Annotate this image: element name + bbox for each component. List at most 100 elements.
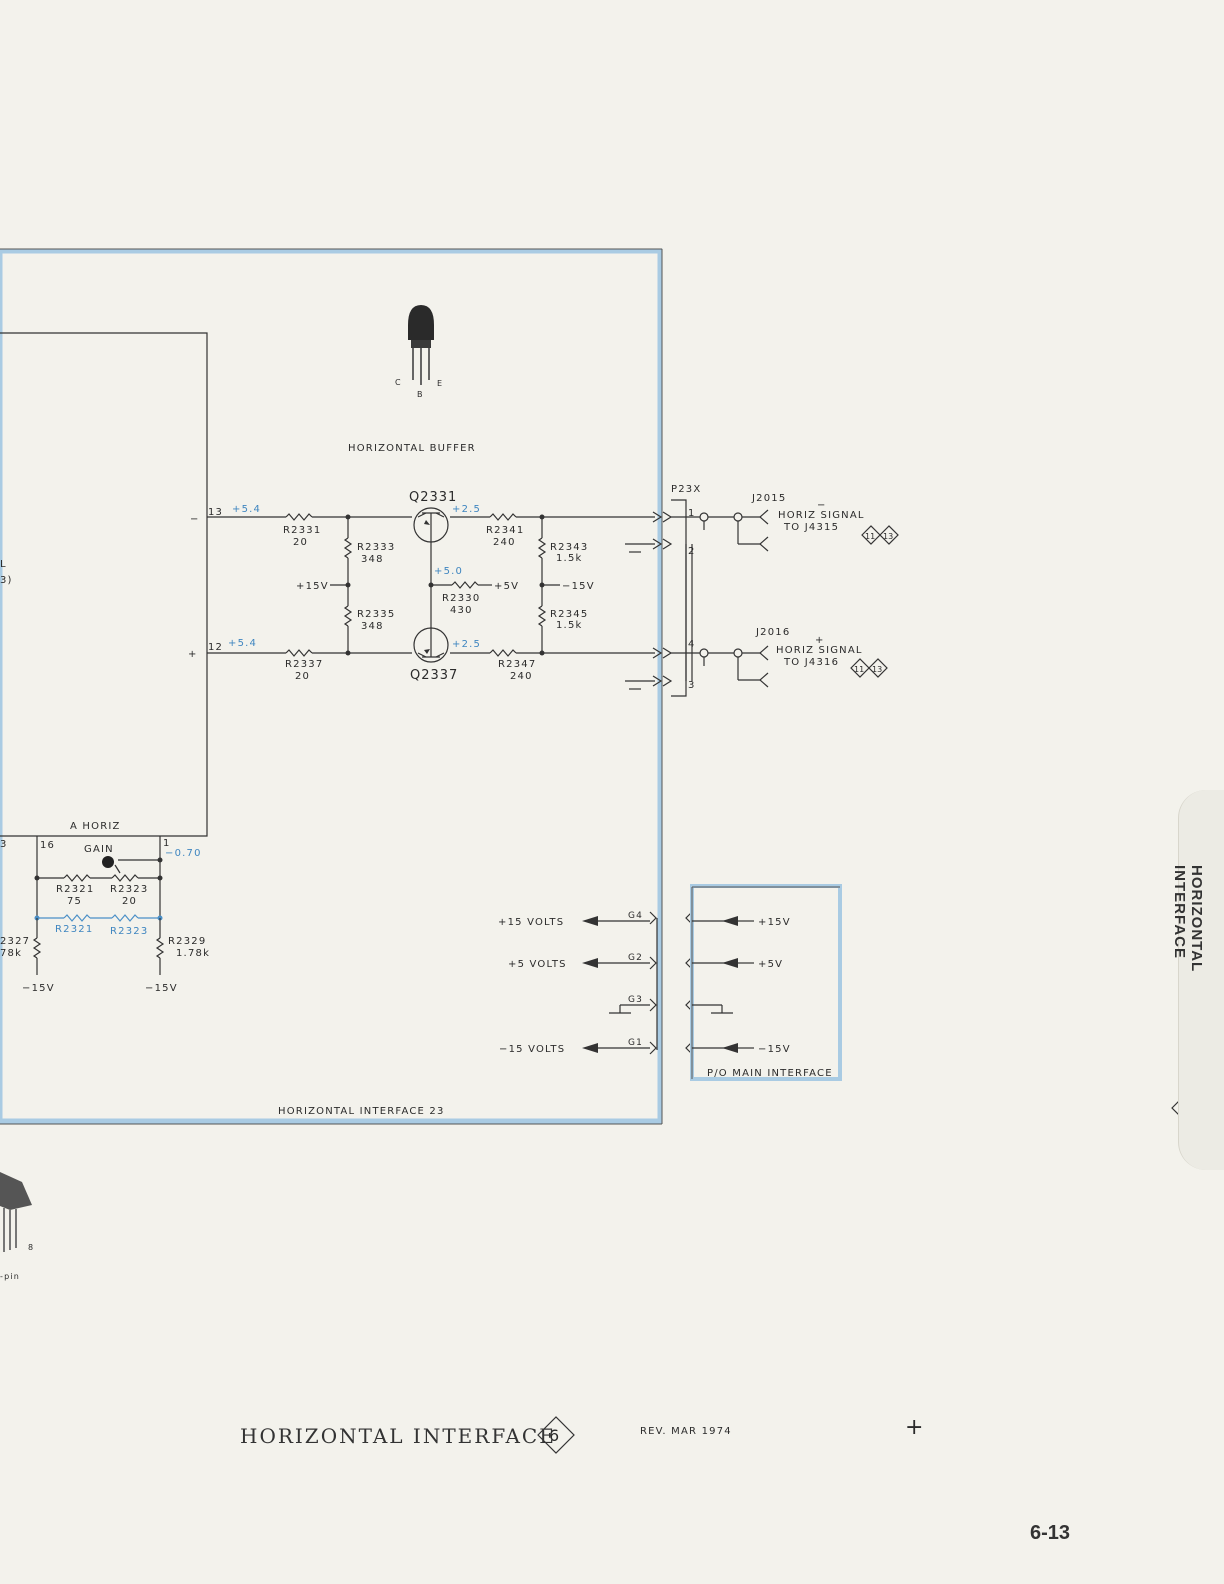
j2016-sign: + <box>815 635 825 646</box>
ic-pin-13: 13 <box>208 507 223 518</box>
board-outline <box>0 248 663 1125</box>
r2347-val: 240 <box>510 671 533 682</box>
voltage-e-lower: +2.5 <box>452 639 481 650</box>
connector-name: P23X <box>671 484 701 495</box>
r2333-val: 348 <box>361 554 384 565</box>
footer-diagram-badge: 6 <box>537 1416 575 1454</box>
r2327-val: 78k <box>0 948 22 959</box>
ref-diamond-11-a: 11 <box>861 525 881 545</box>
voltage-e-upper: +2.5 <box>452 504 481 515</box>
pin-g3: G3 <box>628 995 643 1005</box>
ic-plus: + <box>188 649 198 660</box>
ic-package-caption: -pin <box>0 1272 20 1281</box>
r2330-ref: R2330 <box>442 593 480 604</box>
pin-g2: G2 <box>628 953 643 963</box>
svg-text:11: 11 <box>854 665 864 674</box>
section-tab-label: HORIZONTAL INTERFACE <box>1171 865 1205 973</box>
r2327-ref: 2327 <box>0 936 30 947</box>
minus15-mid: −15V <box>562 581 595 592</box>
j2015-label: J2015 <box>751 493 786 504</box>
r2335-ref: R2335 <box>357 609 395 620</box>
connector-pin-3: 3 <box>688 680 696 691</box>
j2015-sign: − <box>817 500 827 511</box>
r2323-alt-label: R2323 <box>110 926 148 937</box>
to-j4316: TO J4316 <box>783 657 839 668</box>
pin-label-e: E <box>437 379 443 388</box>
ic-minus: − <box>190 514 200 525</box>
pin-label-b: B <box>417 390 424 399</box>
footer: HORIZONTAL INTERFACE 6 REV. MAR 1974 + <box>240 1415 923 1454</box>
ic-left-fragment-3: 3 <box>0 839 8 850</box>
ref-diamond-11-b: 11 <box>850 658 870 678</box>
transistor-package-icon: C B E <box>395 305 443 399</box>
r2330-val: 430 <box>450 605 473 616</box>
q2337-label: Q2337 <box>410 668 458 683</box>
supply-minus15: −15V <box>758 1044 791 1055</box>
r2343-ref: R2343 <box>550 542 588 553</box>
r2331-val: 20 <box>293 537 308 548</box>
r2341-ref: R2341 <box>486 525 524 536</box>
connector-pin-1: 1 <box>688 508 696 519</box>
ic-package-icon: 8 -pin <box>0 1172 33 1281</box>
q2331-label: Q2331 <box>409 490 457 505</box>
ref-diamond-13-b: 13 <box>868 658 888 678</box>
ic-left-fragment-2: 3) <box>0 575 13 586</box>
minus15-right: −15V <box>145 983 178 994</box>
plus15-left: +15V <box>296 581 329 592</box>
buffer-title: HORIZONTAL BUFFER <box>348 443 476 454</box>
pin-label-c: C <box>395 378 402 387</box>
minus15-left: −15V <box>22 983 55 994</box>
voltage-gain-node: −0.70 <box>165 848 202 859</box>
r2329-ref: R2329 <box>168 936 206 947</box>
board-label: HORIZONTAL INTERFACE 23 <box>278 1106 445 1117</box>
footer-title: HORIZONTAL INTERFACE <box>240 1424 556 1448</box>
ic-left-fragment-1: L <box>0 559 7 570</box>
r2323-ref: R2323 <box>110 884 148 895</box>
r2343-val: 1.5k <box>556 553 583 564</box>
to-j4315: TO J4315 <box>783 522 839 533</box>
voltage-in-upper: +5.4 <box>232 504 261 515</box>
gain-label: GAIN <box>84 844 114 855</box>
connector-pin-4: 4 <box>688 639 696 650</box>
transistor-q2331: Q2331 +2.5 <box>409 490 481 543</box>
svg-text:6: 6 <box>549 1426 559 1445</box>
pin-g1: G1 <box>628 1038 643 1048</box>
svg-text:13: 13 <box>883 532 893 541</box>
voltage-in-lower: +5.4 <box>228 638 257 649</box>
r2335-val: 348 <box>361 621 384 632</box>
horiz-signal-2: HORIZ SIGNAL <box>776 645 863 656</box>
bias-network: +15V R2333 348 R2335 348 +5V +5.0 R2330 … <box>296 517 595 653</box>
ic-pin-16: 16 <box>40 840 55 851</box>
supply-plus5: +5V <box>758 959 783 970</box>
ref-diamond-13-a: 13 <box>879 525 899 545</box>
section-tab <box>1178 790 1224 1170</box>
transistor-q2337: Q2337 +2.5 <box>410 627 481 683</box>
connector-pin-2: 2 <box>688 546 696 557</box>
r2347-ref: R2347 <box>498 659 536 670</box>
r2321-val: 75 <box>67 896 82 907</box>
ic-pin-1: 1 <box>163 838 171 849</box>
r2337-val: 20 <box>295 671 310 682</box>
svg-text:13: 13 <box>872 665 882 674</box>
ic-block: 13 12 − + A HORIZ L 3) 3 16 1 <box>0 332 223 851</box>
horiz-signal-1: HORIZ SIGNAL <box>778 510 865 521</box>
ic-pin-12: 12 <box>208 642 223 653</box>
r2331-ref: R2331 <box>283 525 321 536</box>
r2333-ref: R2333 <box>357 542 395 553</box>
r2345-ref: R2345 <box>550 609 588 620</box>
r2323-val: 20 <box>122 896 137 907</box>
ic-label: A HORIZ <box>70 821 121 832</box>
plus5-mid: +5V <box>494 581 519 592</box>
r2341-val: 240 <box>493 537 516 548</box>
connector-p23x: P23X 1 2 4 3 <box>625 484 899 697</box>
r2321-ref: R2321 <box>56 884 94 895</box>
r2321-alt-label: R2321 <box>55 924 93 935</box>
power-label-minus15: −15 VOLTS <box>499 1044 565 1055</box>
r2337-ref: R2337 <box>285 659 323 670</box>
svg-text:11: 11 <box>865 532 875 541</box>
gain-network: GAIN −0.70 R2321 75 R2323 20 R2321 R2323… <box>0 836 210 994</box>
r2329-val: 1.78k <box>176 948 210 959</box>
power-label-plus5: +5 VOLTS <box>508 959 567 970</box>
page-number: 6-13 <box>1030 1522 1071 1544</box>
